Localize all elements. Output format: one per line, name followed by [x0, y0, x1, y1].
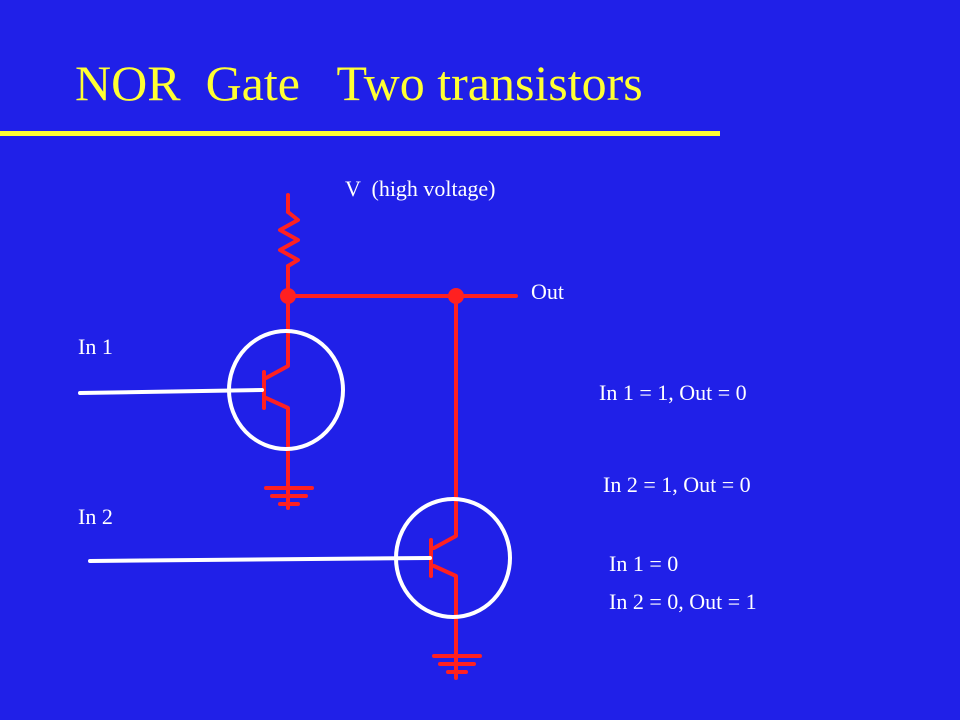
junction-node-left [280, 288, 296, 304]
transistor1-emitter-wire [264, 396, 290, 510]
truth-note-in2-low: In 2 = 0, Out = 1 [609, 589, 757, 614]
transistor2-emitter-wire [432, 564, 458, 680]
input2-wire [88, 556, 432, 563]
truth-note-in2-high: In 2 = 1, Out = 0 [603, 472, 751, 497]
input2-label: In 2 [78, 504, 113, 529]
ground1-symbol [264, 486, 314, 506]
transistor1-collector-wire [264, 294, 290, 380]
truth-note-in1-low: In 1 = 0 [609, 551, 679, 576]
slide-title: NOR Gate Two transistors [75, 55, 643, 111]
ground2-symbol [432, 654, 482, 674]
truth-note-in1-high: In 1 = 1, Out = 0 [599, 380, 747, 405]
title-underline [0, 131, 720, 136]
input1-wire [78, 388, 264, 395]
output-label: Out [531, 279, 564, 304]
input1-label: In 1 [78, 334, 113, 359]
supply-voltage-label: V (high voltage) [345, 176, 496, 201]
junction-node-right [448, 288, 464, 304]
transistor2-collector-wire [432, 294, 458, 550]
pull-up-resistor [278, 210, 300, 268]
